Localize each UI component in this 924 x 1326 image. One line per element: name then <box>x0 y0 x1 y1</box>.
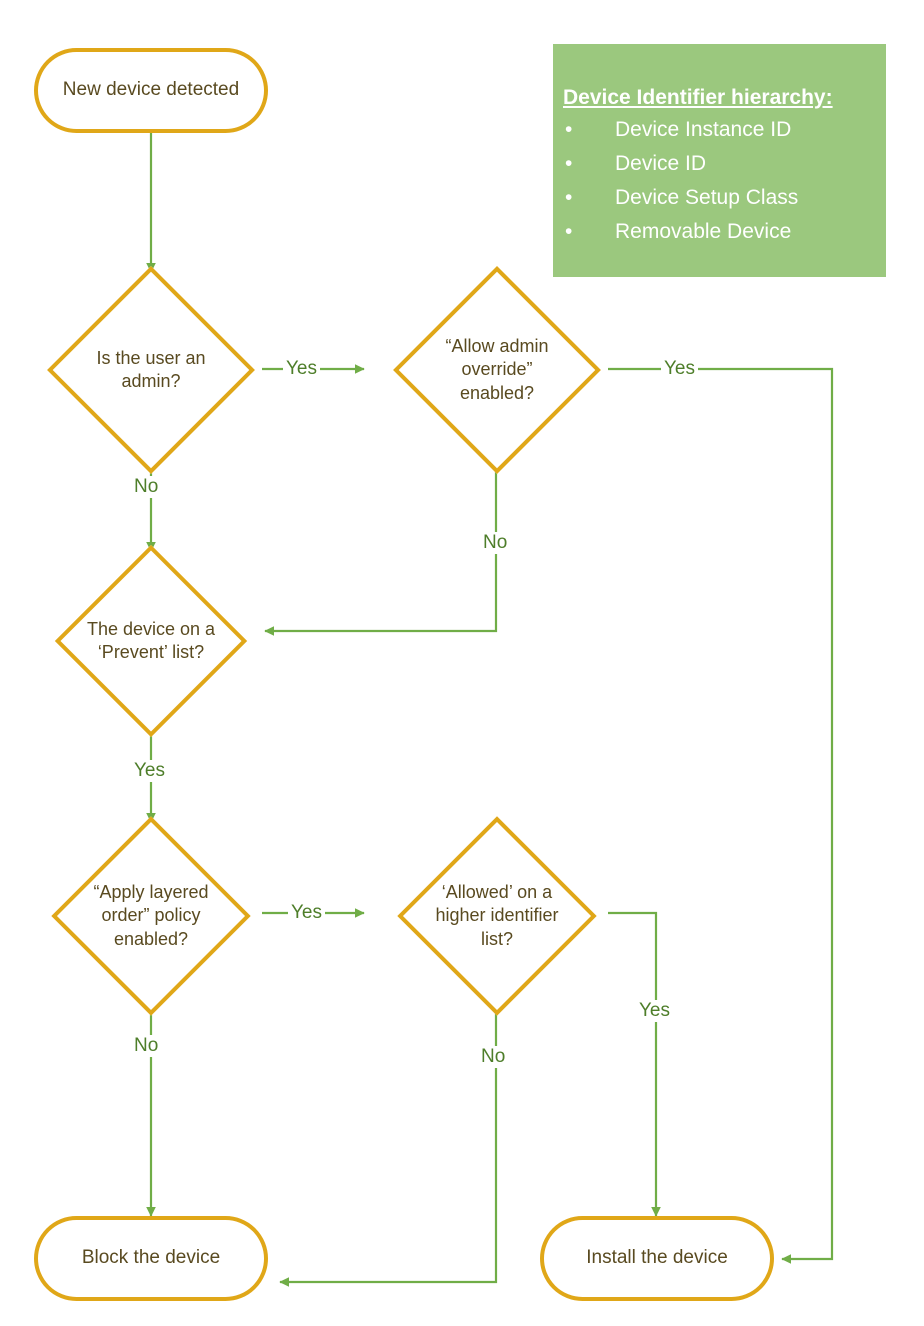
edge-label-is-admin-no: No <box>131 476 162 498</box>
edge-label-override-no: No <box>480 532 511 554</box>
node-block-the-device[interactable]: Block the device <box>34 1216 268 1301</box>
node-label: Install the device <box>586 1247 728 1269</box>
bullet-icon: • <box>565 118 573 141</box>
node-allow-admin-override-enabled[interactable]: “Allow admin override” enabled? <box>382 266 612 474</box>
legend-item: • Device Setup Class <box>553 182 886 214</box>
node-apply-layered-order-policy-enabled[interactable]: “Apply layered order” policy enabled? <box>36 816 266 1016</box>
node-label: “Apply layered order” policy enabled? <box>93 881 209 949</box>
edge-label-layered-yes: Yes <box>288 902 325 924</box>
node-label: Is the user an admin? <box>96 347 206 391</box>
legend-item-label: Device Instance ID <box>615 118 792 141</box>
node-label: Block the device <box>81 1247 221 1269</box>
edge-label-prevent-yes: Yes <box>131 760 168 782</box>
legend-item-label: Removable Device <box>615 220 792 244</box>
edge-label-layered-no: No <box>131 1035 162 1057</box>
node-new-device-detected[interactable]: New device detected <box>34 48 268 133</box>
node-is-the-user-an-admin[interactable]: Is the user an admin? <box>36 266 266 474</box>
bullet-icon: • <box>565 186 573 210</box>
node-device-on-prevent-list[interactable]: The device on a ‘Prevent’ list? <box>36 544 266 738</box>
bullet-icon: • <box>565 220 573 244</box>
node-label: ‘Allowed’ on a higher identifier list? <box>435 881 559 949</box>
legend-item-label: Device ID <box>615 152 707 176</box>
legend-list: • Device Instance ID • Device ID • Devic… <box>553 114 886 249</box>
legend-title: Device Identifier hierarchy: <box>563 86 833 109</box>
edge-label-allowed-yes: Yes <box>636 1000 673 1022</box>
edge-override-yes <box>608 367 834 1264</box>
device-identifier-hierarchy-legend: Device Identifier hierarchy: • Device In… <box>553 44 886 277</box>
edge-override-no <box>264 467 498 636</box>
node-allowed-on-higher-identifier-list[interactable]: ‘Allowed’ on a higher identifier list? <box>382 816 612 1016</box>
node-label: “Allow admin override” enabled? <box>445 335 549 403</box>
edge-allowed-yes <box>608 911 661 1217</box>
edge-label-override-yes: Yes <box>661 358 698 380</box>
node-label: New device detected <box>62 79 240 101</box>
legend-item-label: Device Setup Class <box>615 186 799 210</box>
edge-allowed-no <box>279 1009 498 1287</box>
legend-item: • Device ID <box>553 148 886 180</box>
node-label: The device on a ‘Prevent’ list? <box>86 618 216 662</box>
legend-item: • Removable Device <box>553 216 886 248</box>
edge-label-allowed-no: No <box>478 1046 509 1068</box>
legend-item: • Device Instance ID <box>553 114 886 146</box>
bullet-icon: • <box>565 152 573 176</box>
edge-label-is-admin-yes: Yes <box>283 358 320 380</box>
node-install-the-device[interactable]: Install the device <box>540 1216 774 1301</box>
